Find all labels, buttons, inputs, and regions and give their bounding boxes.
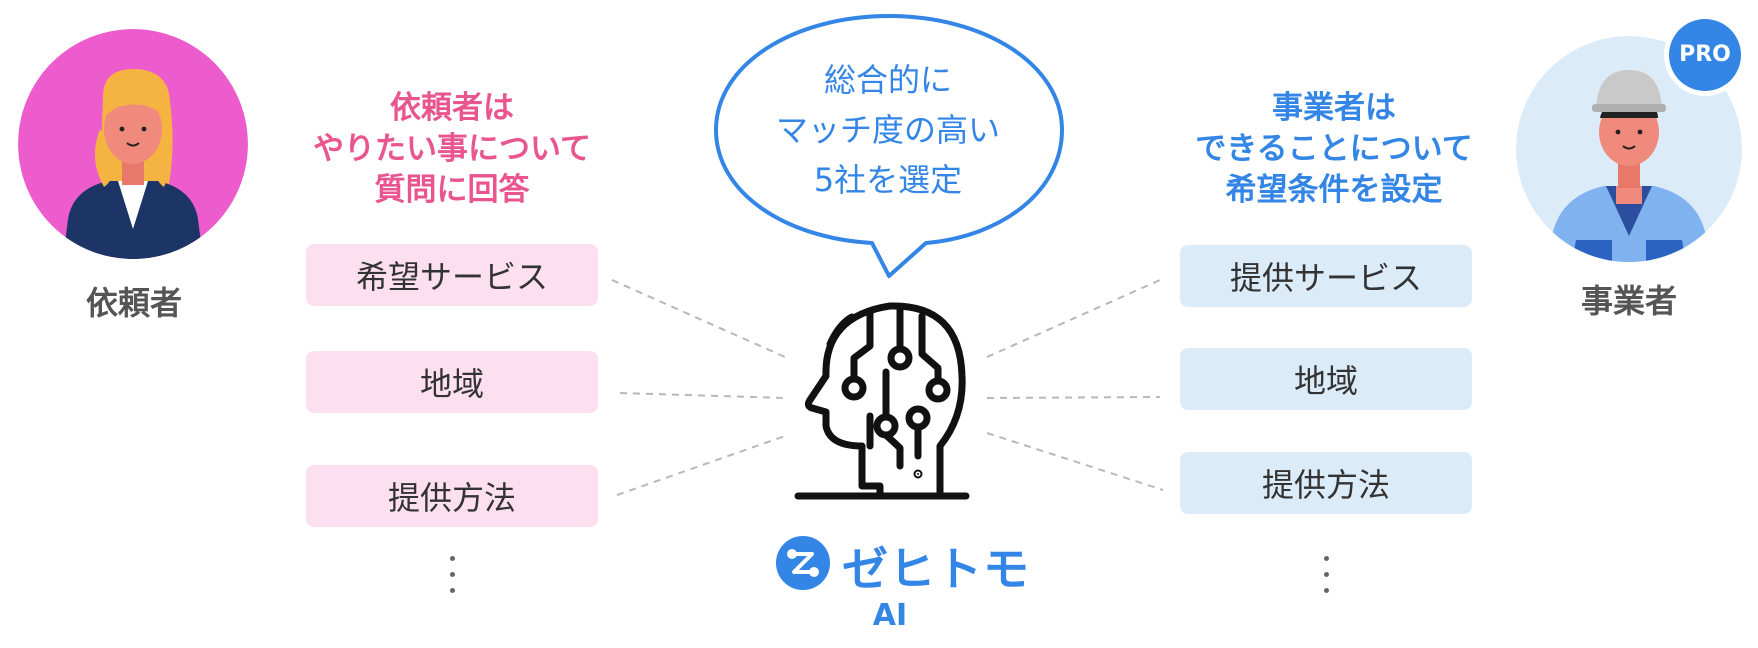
requester-avatar bbox=[18, 29, 248, 259]
provider-more-ellipsis: ⋮ bbox=[1322, 556, 1330, 604]
logo-name: ゼヒトモ bbox=[842, 542, 1030, 596]
connector-right-3 bbox=[986, 432, 1164, 491]
provider-avatar bbox=[1516, 36, 1742, 262]
requester-heading-line-1: 依頼者は bbox=[390, 90, 514, 126]
connector-left-2 bbox=[619, 392, 786, 399]
ai-brain-circuit-icon bbox=[794, 302, 970, 500]
requester-item-area: 地域 bbox=[306, 351, 598, 413]
provider-label: 事業者 bbox=[1580, 282, 1677, 320]
provider-more-glyph: ⋮ bbox=[1322, 556, 1323, 557]
logo-sub-ai: AI bbox=[872, 598, 908, 633]
requester-label: 依頼者 bbox=[85, 284, 182, 322]
requester-heading: 依頼者は やりたい事について 質問に回答 bbox=[272, 88, 632, 211]
requester-more-glyph: ⋮ bbox=[448, 556, 449, 557]
requester-item-service: 希望サービス bbox=[306, 244, 598, 306]
provider-heading: 事業者は できることについて 希望条件を設定 bbox=[1154, 88, 1514, 211]
provider-heading-line-3: 希望条件を設定 bbox=[1225, 172, 1443, 208]
connector-left-3 bbox=[616, 435, 786, 496]
zehitomo-logo-icon bbox=[776, 536, 830, 590]
pro-badge-label: PRO bbox=[1679, 42, 1731, 67]
requester-heading-line-2: やりたい事について bbox=[312, 131, 592, 167]
bubble-line-2: マッチ度の高い bbox=[775, 111, 1000, 149]
provider-item-area: 地域 bbox=[1180, 348, 1472, 410]
requester-item-method: 提供方法 bbox=[306, 465, 598, 527]
connector-right-2 bbox=[986, 396, 1161, 399]
bubble-text: 総合的に マッチ度の高い 5社を選定 bbox=[708, 55, 1068, 205]
bubble-line-3: 5社を選定 bbox=[813, 161, 963, 199]
bubble-line-1: 総合的に bbox=[823, 61, 952, 99]
requester-heading-line-3: 質問に回答 bbox=[374, 172, 530, 208]
provider-heading-line-2: できることについて bbox=[1195, 131, 1473, 167]
provider-heading-line-1: 事業者は bbox=[1272, 90, 1396, 126]
connector-left-1 bbox=[611, 279, 786, 358]
pro-badge: PRO bbox=[1662, 12, 1748, 98]
connector-right-1 bbox=[986, 279, 1161, 358]
requester-more-ellipsis: ⋮ bbox=[448, 556, 456, 604]
provider-item-method: 提供方法 bbox=[1180, 452, 1472, 514]
speech-bubble bbox=[714, 14, 1064, 278]
provider-item-service: 提供サービス bbox=[1180, 245, 1472, 307]
